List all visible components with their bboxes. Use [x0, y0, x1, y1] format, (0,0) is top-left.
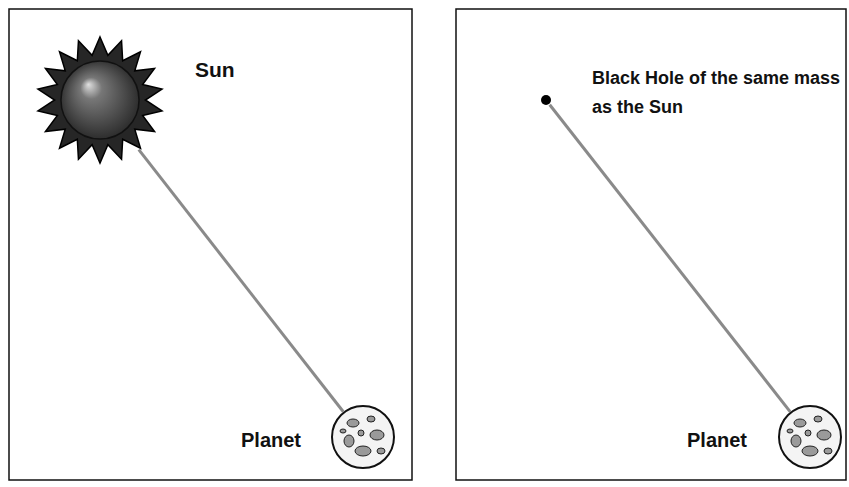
planet-crater [817, 430, 831, 440]
sun-sphere [61, 61, 139, 139]
planet-body [779, 406, 841, 468]
planet-crater [377, 448, 385, 454]
gravity-line [139, 150, 344, 412]
planet-crater [787, 429, 793, 433]
planet-crater [355, 446, 371, 456]
black-hole-dot [541, 95, 551, 105]
planet-crater [791, 435, 801, 447]
sun-rays [38, 37, 162, 163]
planet-crater [805, 430, 811, 436]
node-label: Black Hole of the same mass as the Sun [592, 64, 842, 122]
planet-crater [794, 419, 806, 427]
planet-crater [340, 429, 346, 433]
planet-crater [370, 430, 384, 440]
node-label: Planet [687, 424, 747, 456]
hole-node: Black Hole of the same mass as the Sun [540, 94, 552, 106]
planet-crater [802, 446, 818, 456]
planet-crater [358, 430, 364, 436]
panel-frame [456, 9, 846, 480]
gravity-line [550, 105, 791, 412]
planet-node: Planet [331, 405, 395, 469]
planet-crater [814, 416, 822, 422]
sun-node: Sun [35, 35, 165, 165]
sun-figure [35, 35, 165, 165]
planet-crater [344, 435, 354, 447]
planet-crater [824, 448, 832, 454]
panel-frame [9, 9, 412, 480]
planet-node: Planet [778, 405, 842, 469]
planet-crater [347, 419, 359, 427]
planet-crater [367, 416, 375, 422]
planet-figure [778, 405, 842, 469]
planet-figure [331, 405, 395, 469]
node-label: Sun [195, 53, 235, 87]
node-label: Planet [241, 424, 301, 456]
hole-figure [540, 94, 552, 106]
planet-body [332, 406, 394, 468]
